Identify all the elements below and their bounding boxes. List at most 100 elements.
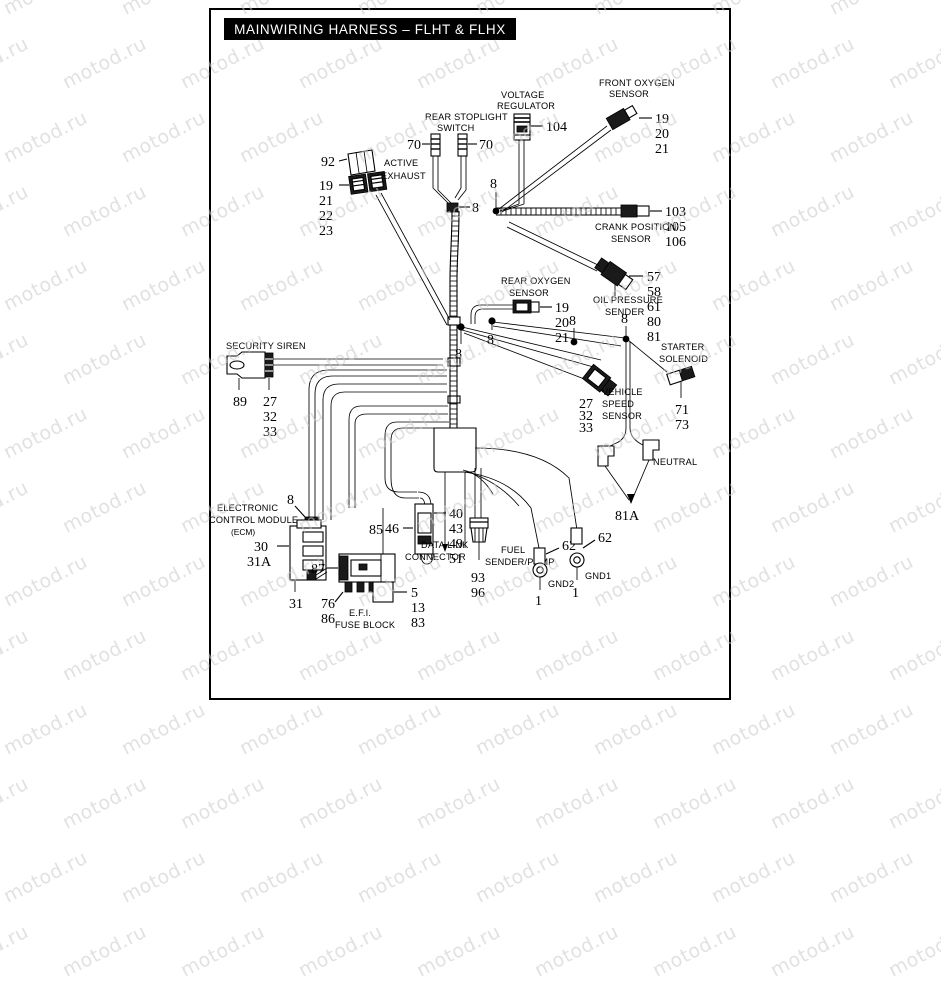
ref-21-front-o2: 21	[655, 142, 669, 157]
watermark-text: motod.ru	[59, 624, 151, 686]
ref-93: 93	[471, 571, 485, 586]
watermark-text: motod.ru	[295, 772, 387, 834]
ref-21-active-exhaust: 21	[319, 194, 333, 209]
ref-33-siren: 33	[263, 425, 277, 440]
vehicle-speed-sensor-label-1: VEHICLE	[602, 387, 643, 397]
ground-1: 62 GND1 1	[474, 447, 612, 601]
watermark-text: motod.ru	[354, 846, 446, 908]
starter-solenoid-label-1: STARTER	[661, 342, 705, 352]
watermark-text: motod.ru	[826, 254, 918, 316]
watermark-text: motod.ru	[118, 106, 210, 168]
voltage-regulator: VOLTAGE REGULATOR 104	[497, 90, 567, 212]
ref-81: 81	[647, 330, 661, 345]
fuel-sender-pump: FUEL SENDER/PUMP 93 96	[469, 468, 555, 601]
junction-ref-8-top: 8	[490, 177, 497, 192]
watermark-text: motod.ru	[0, 920, 33, 982]
front-oxygen-sensor-label-1: FRONT OXYGEN	[599, 78, 675, 88]
ref-27-vss: 27	[579, 397, 593, 412]
oil-pressure-sender: 57 58 61 80 81 OIL PRESSURE SENDER	[506, 221, 663, 345]
watermark-text: motod.ru	[708, 698, 800, 760]
watermark-text: motod.ru	[0, 772, 33, 834]
active-exhaust: 92 ACTIVE EXHAUST 19 21 22 23	[319, 149, 451, 326]
oil-pressure-sender-label-1: OIL PRESSURE	[593, 295, 663, 305]
watermark-text: motod.ru	[767, 328, 859, 390]
main-harness-trunk	[433, 210, 477, 552]
watermark-text: motod.ru	[885, 772, 941, 834]
ref-19-rear-o2: 19	[555, 301, 569, 316]
ref-5: 5	[411, 586, 418, 601]
ref-40: 40	[449, 507, 463, 522]
ref-21-rear-o2: 21	[555, 331, 569, 346]
watermark-text: motod.ru	[826, 402, 918, 464]
watermark-text: motod.ru	[826, 106, 918, 168]
ref-80: 80	[647, 315, 661, 330]
watermark-text: motod.ru	[767, 772, 859, 834]
junction-ref-8-right: 8	[569, 314, 576, 329]
ref-58: 58	[647, 285, 661, 300]
ref-32-siren: 32	[263, 410, 277, 425]
active-exhaust-label-1: ACTIVE	[384, 158, 418, 168]
watermark-text: motod.ru	[118, 0, 209, 20]
starter-solenoid: STARTER SOLENOID 71 73	[627, 339, 708, 433]
ecm-label-1: ELECTRONIC	[217, 503, 278, 513]
crank-position-sensor-label-1: CRANK POSITION	[595, 222, 676, 232]
ref-92: 92	[321, 155, 335, 170]
ref-71: 71	[675, 403, 689, 418]
front-oxygen-sensor-label-2: SENSOR	[609, 89, 649, 99]
watermark-text: motod.ru	[59, 476, 151, 538]
efi-fuse-block-label-2: FUSE BLOCK	[335, 620, 396, 630]
watermark-text: motod.ru	[826, 698, 918, 760]
voltage-regulator-label-1: VOLTAGE	[501, 90, 544, 100]
vehicle-speed-sensor-label-2: SPEED	[602, 399, 634, 409]
security-siren: SECURITY SIREN 89 27 32 33	[226, 341, 443, 440]
watermark-text: motod.ru	[295, 920, 387, 982]
watermark-text: motod.ru	[0, 698, 92, 760]
watermark-text: motod.ru	[118, 402, 210, 464]
watermark-text: motod.ru	[0, 846, 92, 908]
watermark-text: motod.ru	[885, 624, 941, 686]
watermark-text: motod.ru	[177, 772, 269, 834]
watermark-text: motod.ru	[236, 846, 328, 908]
watermark-text: motod.ru	[0, 180, 33, 242]
watermark-text: motod.ru	[649, 772, 741, 834]
watermark-text: motod.ru	[59, 772, 151, 834]
watermark-text: motod.ru	[767, 476, 859, 538]
ref-57: 57	[647, 270, 661, 285]
watermark-text: motod.ru	[0, 0, 91, 20]
watermark-text: motod.ru	[826, 846, 918, 908]
left-harness-loops	[308, 369, 449, 520]
watermark-text: motod.ru	[472, 698, 564, 760]
ref-89: 89	[233, 395, 247, 410]
watermark-text: motod.ru	[767, 624, 859, 686]
watermark-text: motod.ru	[885, 920, 941, 982]
watermark-text: motod.ru	[767, 32, 859, 94]
crank-position-sensor: 103 105 106 CRANK POSITION SENSOR	[595, 205, 686, 250]
fuel-sender-pump-label-2: SENDER/PUMP	[485, 557, 555, 567]
watermark-text: motod.ru	[767, 920, 859, 982]
watermark-text: motod.ru	[0, 624, 33, 686]
ref-23-active-exhaust: 23	[319, 224, 333, 239]
ref-1-gnd1: 1	[572, 586, 579, 601]
page-title: MAINWIRING HARNESS – FLHT & FLHX	[234, 21, 506, 37]
ref-105: 105	[665, 220, 686, 235]
ref-22-active-exhaust: 22	[319, 209, 333, 224]
ecm-label-2: CONTROL MODULE	[209, 515, 298, 525]
ref-19-active-exhaust: 19	[319, 179, 333, 194]
watermark-text: motod.ru	[885, 476, 941, 538]
junction-ref-8-mid-left: 8	[455, 347, 462, 362]
watermark-text: motod.ru	[59, 920, 151, 982]
ref-33-vss: 33	[579, 421, 593, 436]
junction-ref-8-mid: 8	[487, 333, 494, 348]
watermark-text: motod.ru	[885, 180, 941, 242]
vehicle-speed-sensor: VEHICLE SPEED SENSOR 27 32 33	[579, 363, 643, 436]
starter-solenoid-label-2: SOLENOID	[659, 354, 708, 364]
watermark-text: motod.ru	[590, 846, 682, 908]
ref-32-vss: 32	[579, 409, 593, 424]
ref-20-rear-o2: 20	[555, 316, 569, 331]
watermark-text: motod.ru	[0, 254, 92, 316]
watermark-text: motod.ru	[885, 328, 941, 390]
watermark-text: motod.ru	[531, 920, 623, 982]
watermark-text: motod.ru	[118, 846, 210, 908]
diagram-frame-border	[209, 8, 731, 700]
